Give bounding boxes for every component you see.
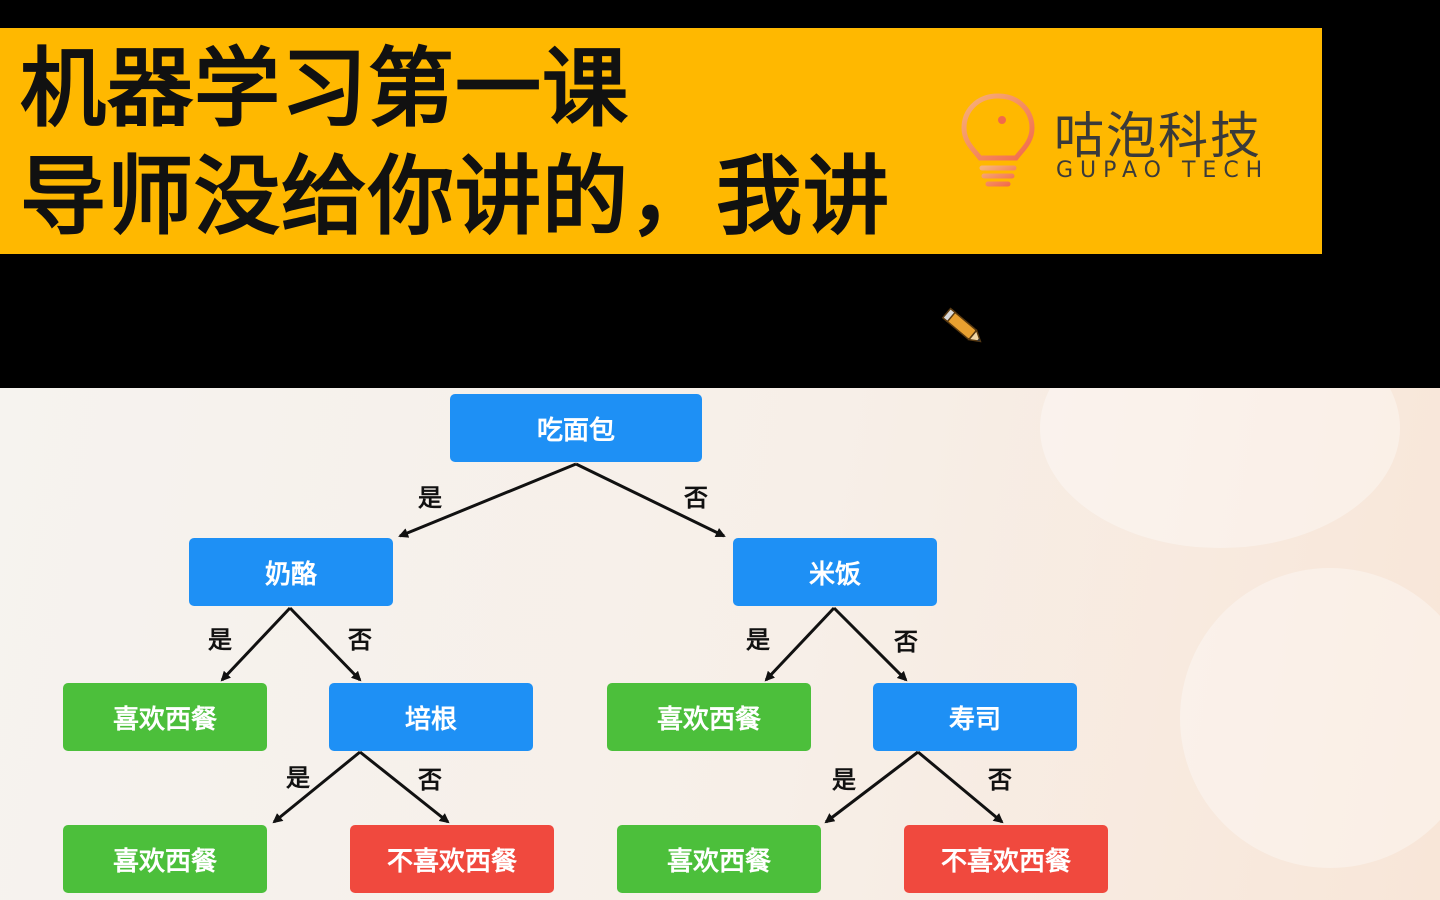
edge-cheese-yes [220,606,292,682]
edge-label-yes: 是 [418,484,442,512]
edge-label-yes: 是 [286,764,310,792]
tree-edges [220,462,1004,824]
title-line-2: 导师没给你讲的，我讲 [20,147,890,247]
company-logo: 咕泡科技 GUPAO TECH [958,90,1278,200]
leaf-dislike: 不喜欢西餐 [350,825,554,893]
edge-label-no: 否 [684,484,708,512]
pencil-icon [941,307,982,343]
node-cheese: 奶酪 [189,538,393,606]
edge-label-yes: 是 [208,626,232,654]
edge-label-yes: 是 [746,626,770,654]
leaf-like: 喜欢西餐 [607,683,811,751]
edge-label-no: 否 [894,628,918,656]
edge-cheese-no [288,606,362,682]
edge-sushi-no [917,750,1004,824]
node-bacon: 培根 [329,683,533,751]
node-root: 吃面包 [450,394,702,462]
edge-label-no: 否 [418,766,442,794]
edge-rice-yes [764,606,836,682]
edge-root-no [575,462,726,538]
leaf-like: 喜欢西餐 [63,825,267,893]
edge-rice-no [832,606,908,682]
leaf-dislike: 不喜欢西餐 [904,825,1108,893]
edge-root-yes [398,462,577,538]
logo-text: 咕泡科技 [1054,107,1262,165]
title-banner: 机器学习第一课 导师没给你讲的，我讲 咕泡科技 GUPAO TECH [0,28,1322,254]
title-line-1: 机器学习第一课 [20,39,629,139]
leaf-like: 喜欢西餐 [63,683,267,751]
leaf-like: 喜欢西餐 [617,825,821,893]
node-sushi: 寿司 [873,683,1077,751]
edge-label-no: 否 [348,626,372,654]
logo-subtext: GUPAO TECH [1056,158,1270,183]
edge-label-no: 否 [988,766,1012,794]
decision-tree-slide: 是 否 是 否 是 否 是 否 是 否 吃面包 奶酪 米饭 喜欢西餐 培根 喜欢… [0,388,1440,900]
edge-label-yes: 是 [832,766,856,794]
lightbulb-icon [961,93,1035,187]
edge-bacon-yes [272,750,361,824]
node-rice: 米饭 [733,538,937,606]
edge-bacon-no [359,750,450,824]
edge-sushi-yes [824,750,919,824]
